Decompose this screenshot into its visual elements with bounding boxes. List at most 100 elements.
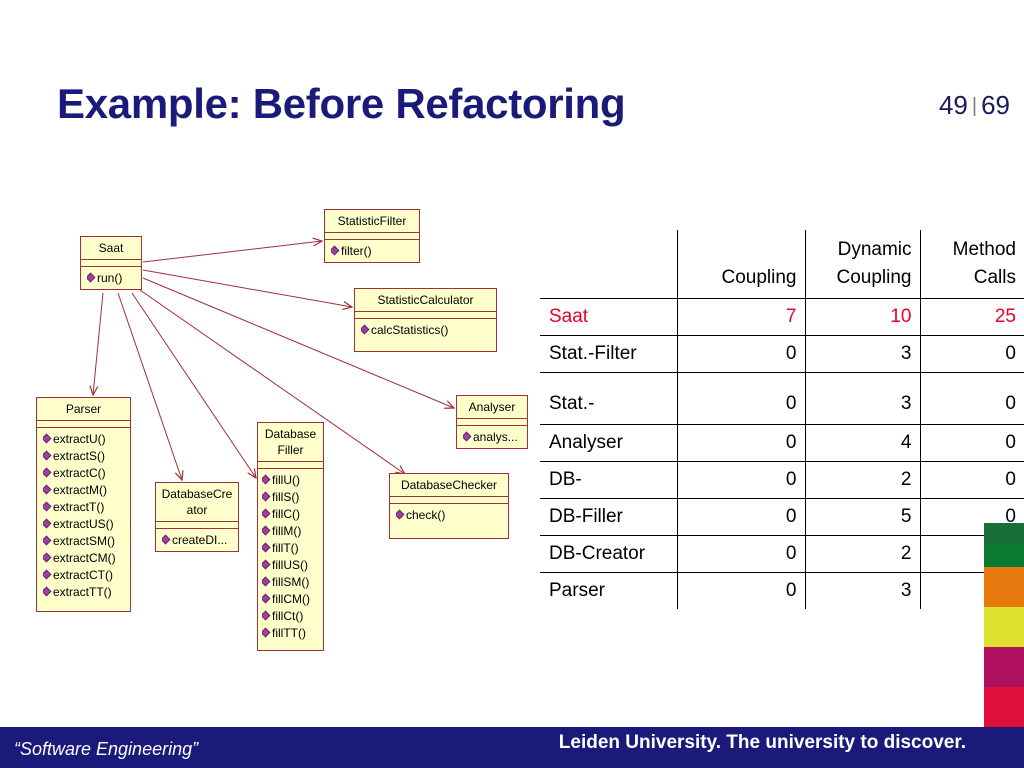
assoc-saat-statisticfilter bbox=[142, 241, 322, 263]
assoc-saat-databasechecker bbox=[139, 289, 405, 474]
cell-dynamic-coupling: 2 bbox=[804, 535, 920, 573]
operation: fillTT() bbox=[262, 625, 323, 642]
assoc-saat-analyser bbox=[142, 277, 454, 408]
operation: run() bbox=[87, 270, 141, 287]
cell-class: Parser bbox=[549, 579, 605, 601]
operation: extractC() bbox=[43, 465, 130, 482]
class-attributes bbox=[390, 497, 508, 504]
cell-coupling: 0 bbox=[676, 424, 805, 462]
operation: extractCT() bbox=[43, 567, 130, 584]
header-dynamic-line2: Coupling bbox=[836, 266, 912, 288]
page-current: 49 bbox=[938, 90, 968, 120]
assoc-saat-databasecreator bbox=[117, 292, 182, 480]
color-strip-5 bbox=[984, 647, 1024, 687]
class-attributes bbox=[156, 522, 238, 529]
operation: fillCt() bbox=[262, 608, 323, 625]
assoc-saat-statisticcalculator bbox=[142, 269, 352, 307]
operation: analys... bbox=[463, 429, 527, 446]
operation: fillM() bbox=[262, 523, 323, 540]
class-attributes bbox=[457, 419, 527, 426]
cell-coupling: 0 bbox=[676, 572, 805, 609]
operation: extractSM() bbox=[43, 533, 130, 550]
operation: fillC() bbox=[262, 506, 323, 523]
operation: fillCM() bbox=[262, 591, 323, 608]
table-row: Analyser 0 4 0 bbox=[540, 424, 1024, 462]
class-name-line2: ator bbox=[186, 503, 208, 517]
cell-method-calls: 25 bbox=[919, 298, 1024, 336]
operation: extractTT() bbox=[43, 584, 130, 601]
uml-class-analyser: Analyser analys... bbox=[456, 395, 528, 449]
cell-class: Analyser bbox=[540, 424, 677, 462]
class-name: StatisticCalculator bbox=[355, 289, 496, 312]
table-row: Stat.- 0 3 0 bbox=[540, 372, 1024, 425]
operation: extractCM() bbox=[43, 550, 130, 567]
cell-class: Stat.- bbox=[540, 372, 677, 425]
slide-title: Example: Before Refactoring bbox=[57, 80, 626, 127]
operation: fillT() bbox=[262, 540, 323, 557]
cell-class: Stat.-Filter bbox=[540, 335, 677, 373]
class-attributes bbox=[355, 312, 496, 319]
assoc-saat-parser bbox=[93, 292, 104, 395]
class-name: DatabaseChecker bbox=[390, 474, 508, 497]
header-method-line1: Method bbox=[952, 238, 1016, 260]
uml-class-databasecreator: DatabaseCre ator createDI... bbox=[155, 482, 239, 552]
class-attributes bbox=[258, 462, 323, 469]
operation: extractM() bbox=[43, 482, 130, 499]
color-strip-1 bbox=[984, 523, 1024, 543]
table-row: Stat.-Filter 0 3 0 bbox=[540, 335, 1024, 373]
uml-class-parser: Parser extractU() extractS() extractC() … bbox=[36, 397, 131, 612]
uml-class-databasechecker: DatabaseChecker check() bbox=[389, 473, 509, 539]
table-row: DB-Creator 0 2 0 bbox=[540, 535, 1024, 573]
color-strip-6 bbox=[984, 687, 1024, 727]
class-name: Parser bbox=[37, 398, 130, 421]
cell-dynamic-coupling: 3 bbox=[804, 572, 920, 609]
operation: calcStatistics() bbox=[361, 322, 496, 339]
operation: extractUS() bbox=[43, 516, 130, 533]
cell-dynamic-coupling: 3 bbox=[804, 372, 920, 425]
table-row: DB-Filler 0 5 0 bbox=[540, 498, 1024, 536]
operation: fillSM() bbox=[262, 574, 323, 591]
operation: createDI... bbox=[162, 532, 238, 549]
cell-method-calls: 0 bbox=[919, 372, 1024, 425]
uml-class-saat: Saat run() bbox=[80, 236, 142, 290]
cell-method-calls: 0 bbox=[919, 461, 1024, 499]
class-name: Analyser bbox=[457, 396, 527, 419]
cell-coupling: 0 bbox=[676, 498, 805, 536]
footer-course-title: “Software Engineering” bbox=[14, 739, 199, 759]
header-class bbox=[540, 230, 677, 299]
cell-dynamic-coupling: 5 bbox=[804, 498, 920, 536]
cell-method-calls: 0 bbox=[919, 335, 1024, 373]
cell-coupling: 7 bbox=[676, 298, 805, 336]
class-attributes bbox=[81, 260, 141, 267]
class-name: Saat bbox=[81, 237, 141, 260]
class-name: StatisticFilter bbox=[325, 210, 419, 233]
header-dynamic-line1: Dynamic bbox=[837, 238, 912, 260]
color-strip-4 bbox=[984, 607, 1024, 647]
operation: extractU() bbox=[43, 431, 130, 448]
cell-class: Saat bbox=[540, 298, 677, 336]
uml-class-statisticfilter: StatisticFilter filter() bbox=[324, 209, 420, 263]
footer-bar: “Software Engineering” Leiden University… bbox=[0, 727, 984, 768]
cell-class: DB-Creator bbox=[540, 535, 677, 573]
color-strip-3 bbox=[984, 567, 1024, 607]
operation: check() bbox=[396, 507, 508, 524]
cell-dynamic-coupling: 4 bbox=[804, 424, 920, 462]
operation: extractT() bbox=[43, 499, 130, 516]
cell-class: DB-Filler bbox=[540, 498, 677, 536]
assoc-saat-databasefiller bbox=[131, 292, 256, 478]
uml-class-statisticcalculator: StatisticCalculator calcStatistics() bbox=[354, 288, 497, 352]
operation: filter() bbox=[331, 243, 419, 260]
operation: fillU() bbox=[262, 472, 323, 489]
class-attributes bbox=[37, 421, 130, 428]
uml-associations bbox=[0, 0, 540, 700]
cell-dynamic-coupling: 10 bbox=[804, 298, 920, 336]
table-row: DB- 0 2 0 bbox=[540, 461, 1024, 499]
cell-coupling: 0 bbox=[676, 372, 805, 425]
header-method-line2: Calls bbox=[973, 266, 1016, 288]
class-name-line1: DatabaseCre bbox=[161, 487, 233, 501]
